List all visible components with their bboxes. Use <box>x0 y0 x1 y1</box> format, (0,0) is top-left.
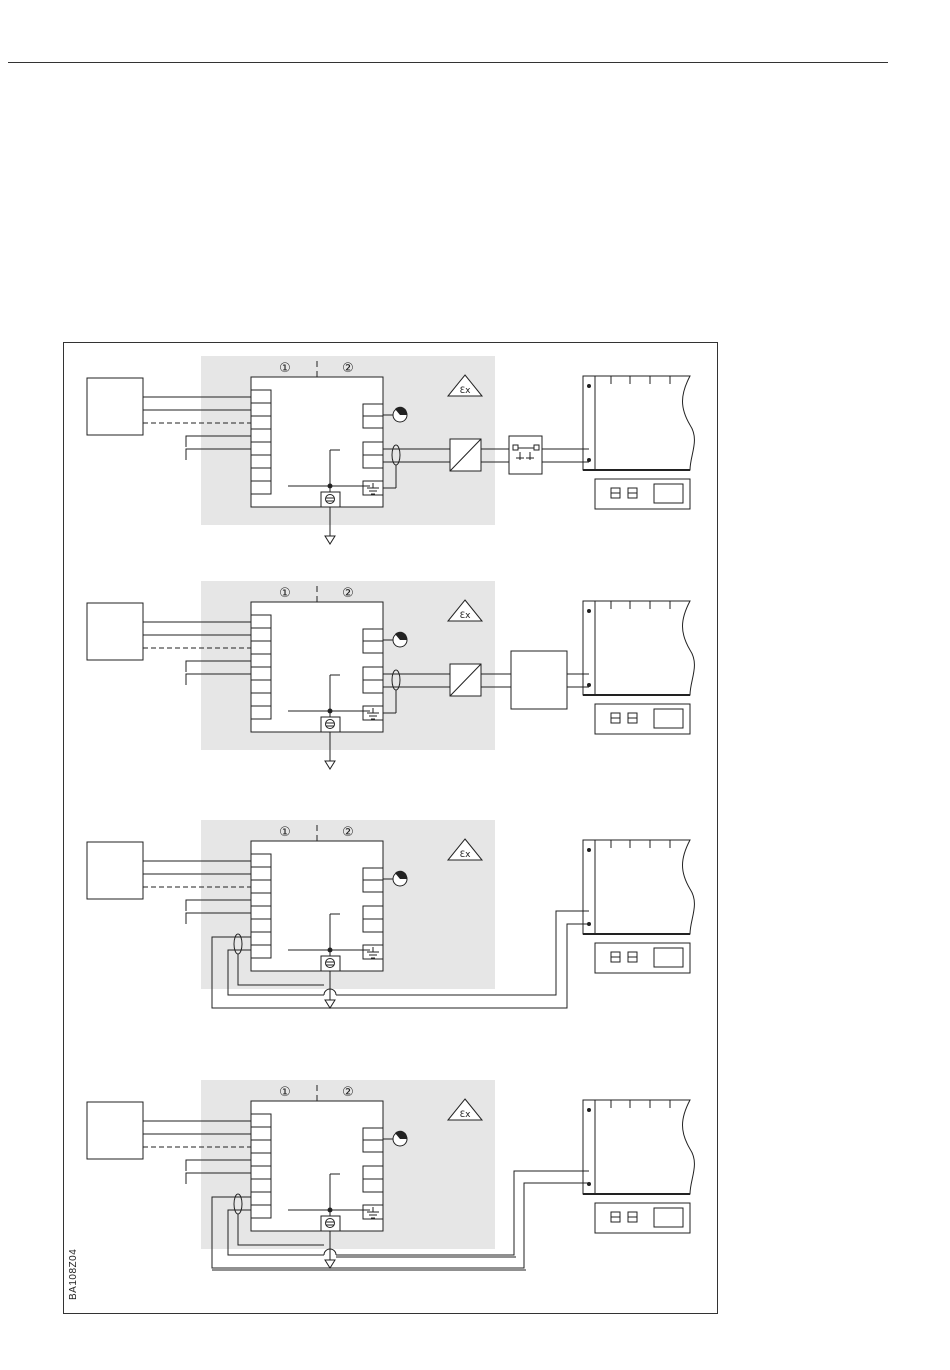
coupler-icon <box>509 436 542 474</box>
panel-b <box>87 581 694 769</box>
figure-code: BA108Z04 <box>68 1249 79 1300</box>
panel-c <box>87 820 694 1008</box>
panel-a <box>87 356 694 544</box>
panel-c-unit <box>87 820 694 1008</box>
panel-a-unit <box>87 356 694 544</box>
panel-d <box>87 1080 694 1270</box>
interface-box <box>511 651 567 709</box>
panel-b-unit <box>87 581 694 769</box>
panel-d-unit <box>87 1080 694 1268</box>
